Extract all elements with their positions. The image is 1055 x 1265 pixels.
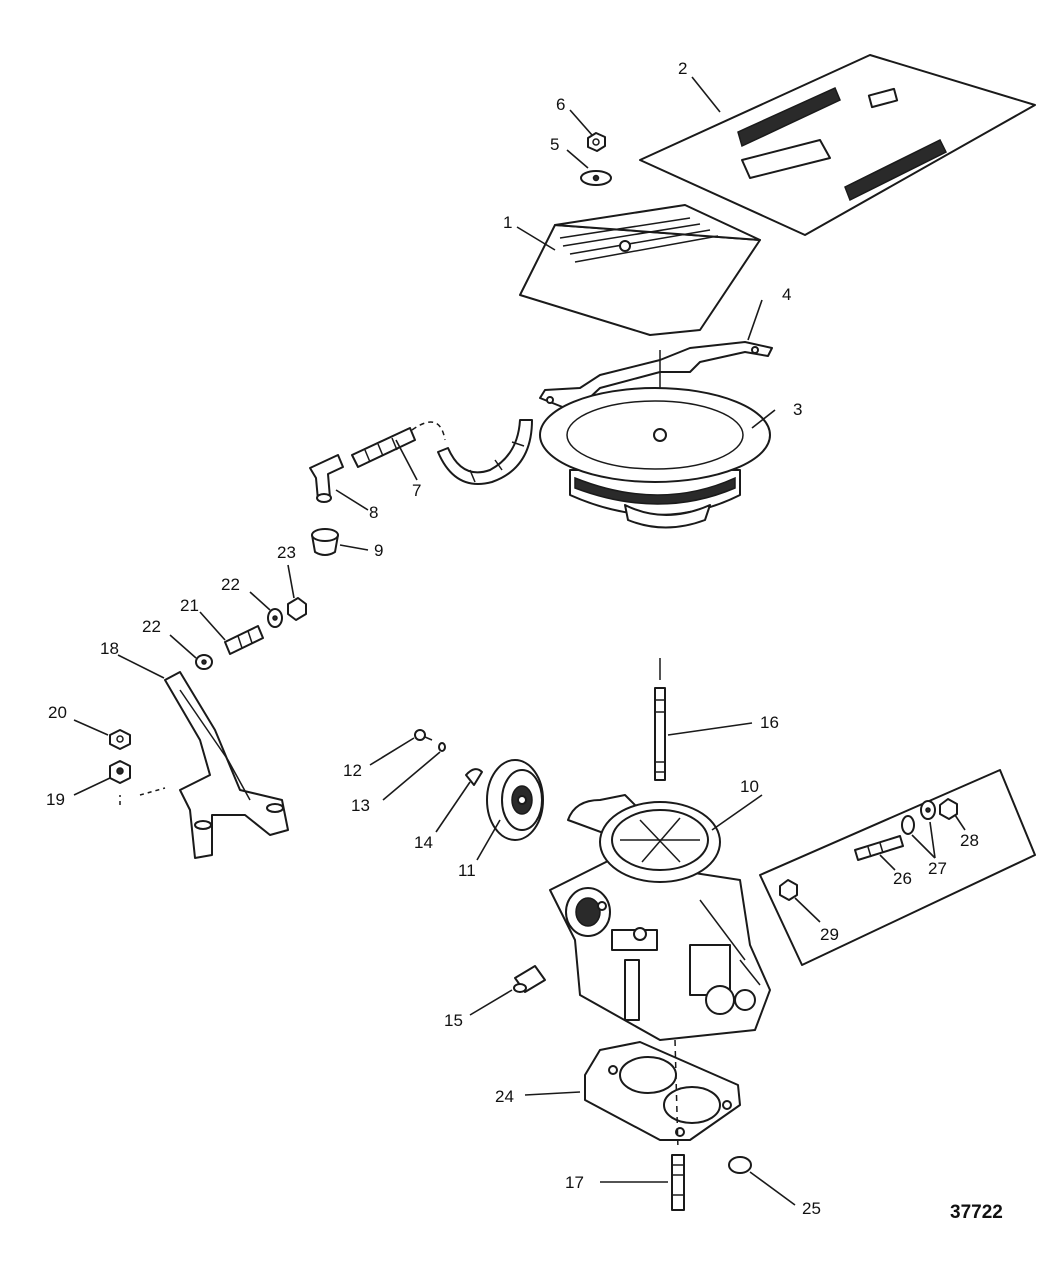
callout-12: 12 [343, 761, 362, 780]
callout-15: 15 [444, 1011, 463, 1030]
vent-hose [351, 419, 533, 485]
elbow-fitting [309, 454, 344, 503]
choke-lockwasher [438, 742, 446, 752]
callout-23: 23 [277, 543, 296, 562]
mounting-nut-lower [779, 879, 798, 901]
callout-17: 17 [565, 1173, 584, 1192]
callout-25: 25 [802, 1199, 821, 1218]
mounting-nut-upper [939, 798, 958, 820]
callout-24: 24 [495, 1087, 514, 1106]
callout-22-lower: 22 [142, 617, 161, 636]
callout-1: 1 [503, 213, 512, 232]
cap-plug [728, 1156, 752, 1174]
callout-7: 7 [412, 481, 421, 500]
callout-labels: 1 2 3 4 5 6 7 8 9 10 11 12 13 14 15 16 1… [46, 59, 979, 1218]
choke-screw [414, 729, 433, 741]
carburetor-gasket [584, 1041, 741, 1141]
callout-11: 11 [458, 861, 476, 880]
callout-5: 5 [550, 135, 559, 154]
callout-22-upper: 22 [221, 575, 240, 594]
bracket-stud [224, 625, 264, 655]
callout-16: 16 [760, 713, 779, 732]
mounting-stud [854, 835, 904, 861]
fuel-inlet-plug [513, 965, 546, 993]
callout-9: 9 [374, 541, 383, 560]
callout-8: 8 [369, 503, 378, 522]
grommet [311, 528, 339, 556]
callout-19: 19 [46, 790, 65, 809]
choke-thermostat-cover [486, 759, 544, 841]
callout-13: 13 [351, 796, 370, 815]
flame-arrestor [539, 387, 771, 529]
carburetor [549, 794, 771, 1041]
stud-washer-lower [195, 654, 213, 670]
bracket-nut-upper [109, 729, 131, 750]
callout-4: 4 [782, 285, 791, 304]
figure-number: 37722 [950, 1202, 1003, 1223]
callout-3: 3 [793, 400, 802, 419]
callout-2: 2 [678, 59, 687, 78]
callout-29: 29 [820, 925, 839, 944]
callout-21: 21 [180, 596, 199, 615]
callout-26: 26 [893, 869, 912, 888]
leader-lines [73, 76, 966, 1206]
carburetor-stud-upper [654, 658, 666, 781]
callout-6: 6 [556, 95, 565, 114]
stud-nut [287, 597, 307, 621]
cover-nut [587, 132, 606, 152]
callout-10: 10 [740, 777, 759, 796]
callout-14: 14 [414, 833, 433, 852]
mounting-washer-1 [901, 815, 915, 835]
callout-28: 28 [960, 831, 979, 850]
flame-arrestor-cover [519, 204, 761, 336]
stud-washer-upper [267, 608, 283, 628]
flame-arrestor-bracket [539, 341, 773, 409]
mounting-washer-2 [920, 800, 936, 820]
choke-retainer-clip [465, 768, 483, 786]
callout-18: 18 [100, 639, 119, 658]
callout-20: 20 [48, 703, 67, 722]
callout-27: 27 [928, 859, 947, 878]
carburetor-stud-lower [671, 1154, 685, 1211]
bracket-nut-lower [109, 760, 131, 784]
decal-sheet [639, 54, 1036, 236]
throttle-cable-bracket [119, 671, 289, 859]
cover-washer [580, 170, 612, 186]
mounting-kit-panel [759, 769, 1036, 966]
